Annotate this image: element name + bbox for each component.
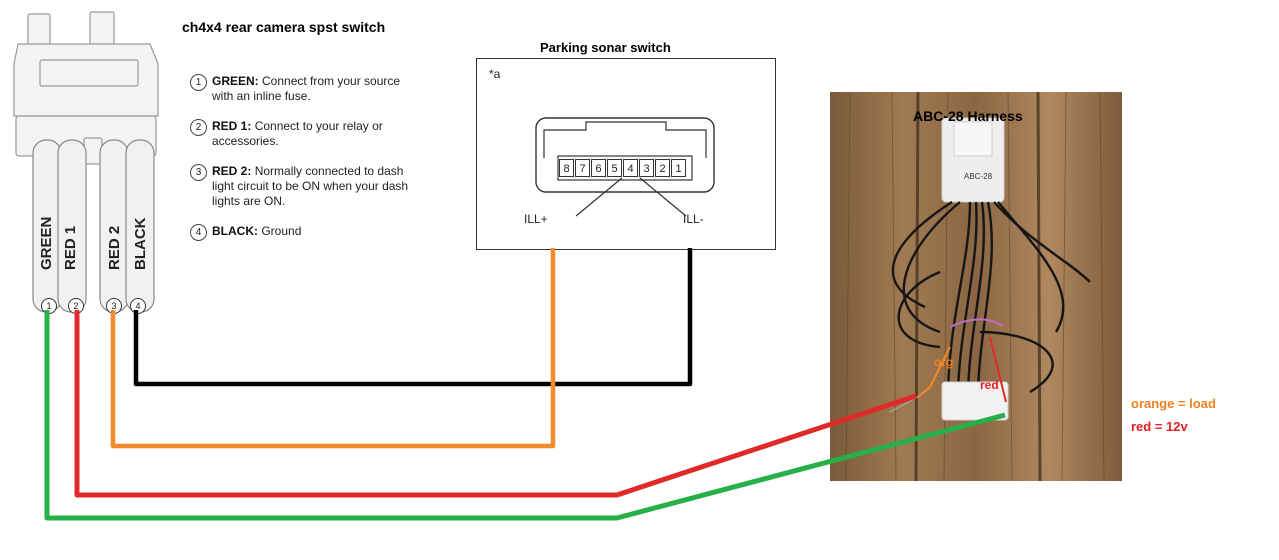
harness-photo bbox=[830, 92, 1122, 481]
legend-num: 4 bbox=[190, 224, 207, 241]
sonar-pin: 5 bbox=[607, 159, 622, 177]
legend-text: Connect to your relay or accessories. bbox=[212, 119, 383, 148]
legend-text: Ground bbox=[261, 224, 302, 238]
sonar-title: Parking sonar switch bbox=[540, 40, 671, 55]
wire-label-black: BLACK bbox=[132, 217, 149, 271]
legend-orange-load: orange = load bbox=[1131, 396, 1216, 411]
pin-number-4: 4 bbox=[130, 298, 146, 314]
sonar-pin: 6 bbox=[591, 159, 606, 177]
wire-label-red1: RED 1 bbox=[62, 225, 79, 270]
legend-name: RED 1: bbox=[212, 119, 252, 133]
harness-label-red: red bbox=[980, 378, 999, 392]
pin-number-2: 2 bbox=[68, 298, 84, 314]
sonar-corner-label: *a bbox=[489, 67, 501, 81]
pin-number-3: 3 bbox=[106, 298, 122, 314]
legend-text: Normally connected to dash light circuit… bbox=[212, 164, 409, 208]
legend-item-green: 1 GREEN: Connect from your source with a… bbox=[190, 74, 420, 104]
ill-plus-label: ILL+ bbox=[524, 212, 548, 226]
sonar-pin: 3 bbox=[639, 159, 654, 177]
legend-item-black: 4 BLACK: Ground bbox=[190, 224, 420, 241]
switch-title: ch4x4 rear camera spst switch bbox=[182, 19, 386, 35]
legend-red-12v: red = 12v bbox=[1131, 419, 1188, 434]
legend-text: Connect from your source with an inline … bbox=[212, 74, 401, 103]
red-wire bbox=[74, 310, 917, 498]
wire-label-green: GREEN bbox=[38, 216, 55, 270]
pin-number-1: 1 bbox=[41, 298, 57, 314]
sonar-pin: 1 bbox=[671, 159, 686, 177]
sonar-pin-row: 8 7 6 5 4 3 2 1 bbox=[559, 159, 686, 177]
sonar-pin: 7 bbox=[575, 159, 590, 177]
connector-label: ABC-28 bbox=[964, 172, 993, 181]
legend-name: RED 2: bbox=[212, 164, 252, 178]
harness-label-orange: org bbox=[934, 355, 954, 369]
legend-name: GREEN: bbox=[212, 74, 259, 88]
switch-diagram bbox=[13, 11, 159, 313]
ill-minus-label: ILL- bbox=[683, 212, 704, 226]
sonar-pin: 8 bbox=[559, 159, 574, 177]
legend-num: 3 bbox=[190, 164, 207, 181]
legend-name: BLACK: bbox=[212, 224, 258, 238]
legend-num: 2 bbox=[190, 119, 207, 136]
legend-num: 1 bbox=[190, 74, 207, 91]
sonar-pin: 2 bbox=[655, 159, 670, 177]
legend-item-red1: 2 RED 1: Connect to your relay or access… bbox=[190, 119, 420, 149]
sonar-connector bbox=[535, 117, 715, 217]
sonar-pin: 4 bbox=[623, 159, 638, 177]
legend-item-red2: 3 RED 2: Normally connected to dash ligh… bbox=[190, 164, 420, 209]
wire-label-red2: RED 2 bbox=[106, 225, 123, 270]
harness-title: ABC-28 Harness bbox=[913, 108, 1023, 124]
black-wire bbox=[133, 248, 693, 387]
